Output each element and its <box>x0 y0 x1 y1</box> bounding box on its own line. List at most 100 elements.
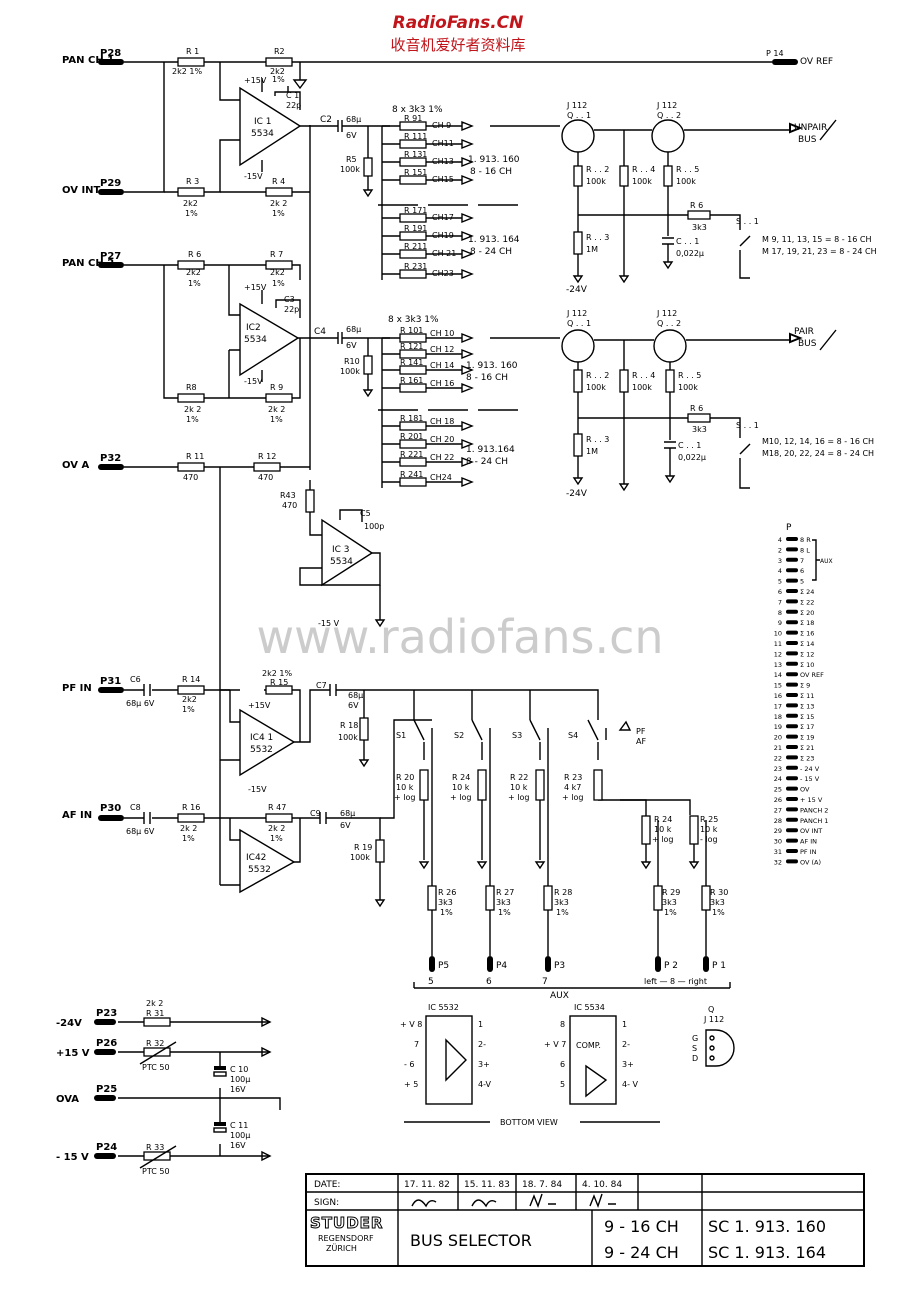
svg-text:100µ: 100µ <box>230 1131 250 1140</box>
svg-text:OV REF: OV REF <box>800 57 833 67</box>
svg-text:C9: C9 <box>310 809 321 818</box>
pin-number: 24 <box>774 775 782 783</box>
svg-text:1%: 1% <box>498 908 511 917</box>
svg-text:10 k: 10 k <box>396 783 414 792</box>
svg-text:REGENSDORF: REGENSDORF <box>318 1234 374 1243</box>
svg-text:1. 913. 160: 1. 913. 160 <box>466 361 518 371</box>
svg-text:2k2 1%: 2k2 1% <box>172 67 202 76</box>
svg-text:C3: C3 <box>284 295 295 304</box>
jfet-top: J 112 Q . . 1 J 112 Q . . 2 R . . 2 100k… <box>490 101 877 295</box>
svg-text:J 112: J 112 <box>656 309 677 318</box>
svg-text:+15V: +15V <box>244 283 267 292</box>
svg-text:68µ 6V: 68µ 6V <box>126 827 155 836</box>
svg-text:10 k: 10 k <box>452 783 470 792</box>
svg-text:R 141: R 141 <box>400 358 423 367</box>
svg-text:CH 9: CH 9 <box>432 121 451 130</box>
svg-text:S4: S4 <box>568 731 578 740</box>
svg-text:2-: 2- <box>478 1040 486 1049</box>
svg-text:0,022µ: 0,022µ <box>678 453 706 462</box>
svg-text:1%: 1% <box>440 908 453 917</box>
svg-text:1%: 1% <box>188 279 201 288</box>
pin-blob <box>786 537 798 541</box>
svg-text:M10, 12, 14, 16 = 8 - 16 CH: M10, 12, 14, 16 = 8 - 16 CH <box>762 437 874 446</box>
pin-blob <box>786 672 798 677</box>
svg-text:R . . 2: R . . 2 <box>586 371 609 380</box>
svg-text:2k 2: 2k 2 <box>268 405 285 414</box>
svg-text:1. 913. 160: 1. 913. 160 <box>468 155 520 165</box>
svg-text:R 26: R 26 <box>438 888 456 897</box>
pin-number: 27 <box>774 806 782 814</box>
svg-text:100k: 100k <box>632 177 652 186</box>
pin-blob <box>786 547 798 552</box>
jfet-bottom: J 112 Q . . 1 J 112 Q . . 2 R . . 2 100k… <box>490 309 874 499</box>
svg-text:5534: 5534 <box>244 335 267 345</box>
pin-blob <box>786 599 798 604</box>
svg-text:Q: Q <box>708 1005 714 1014</box>
svg-text:Q . . 2: Q . . 2 <box>657 111 681 120</box>
svg-text:P 14: P 14 <box>766 49 784 58</box>
svg-text:R . . 4: R . . 4 <box>632 371 655 380</box>
svg-text:R 27: R 27 <box>496 888 514 897</box>
svg-text:C 11: C 11 <box>230 1121 248 1130</box>
svg-text:4 k7: 4 k7 <box>564 783 581 792</box>
svg-text:CH15: CH15 <box>432 175 454 184</box>
pin-blob <box>786 661 798 666</box>
svg-text:AF: AF <box>636 737 646 746</box>
svg-text:R 14: R 14 <box>182 675 200 684</box>
svg-text:9 - 16 CH: 9 - 16 CH <box>604 1217 679 1236</box>
pin-function: OV REF <box>800 671 824 679</box>
svg-text:5: 5 <box>560 1080 565 1089</box>
svg-text:100k: 100k <box>350 853 370 862</box>
svg-text:22p: 22p <box>286 101 301 110</box>
pin-function: Σ 16 <box>800 630 814 638</box>
svg-text:IC 5534: IC 5534 <box>574 1003 605 1012</box>
pin-function: OV INT <box>800 827 822 835</box>
svg-text:P: P <box>786 523 792 533</box>
svg-text:R 111: R 111 <box>404 132 427 141</box>
svg-text:J 112: J 112 <box>656 101 677 110</box>
svg-text:1%: 1% <box>270 415 283 424</box>
svg-text:R 47: R 47 <box>268 803 286 812</box>
svg-text:J 112: J 112 <box>566 101 587 110</box>
svg-text:S1: S1 <box>396 731 406 740</box>
svg-text:R 201: R 201 <box>400 432 423 441</box>
svg-text:100k: 100k <box>678 383 698 392</box>
svg-text:-15V: -15V <box>244 377 263 386</box>
svg-text:6V: 6V <box>348 701 359 710</box>
svg-text:10 k: 10 k <box>654 825 672 834</box>
pin-p28: P28 <box>100 48 121 59</box>
pin-function: PF IN <box>800 848 817 856</box>
svg-text:2k 2: 2k 2 <box>270 199 287 208</box>
pf-af-stage: IC4 1 5532 IC42 5532 +15V -15V C6 68µ 6V… <box>124 669 330 894</box>
svg-text:R . . 3: R . . 3 <box>586 233 609 242</box>
svg-text:IC42: IC42 <box>246 853 266 863</box>
svg-text:2k2: 2k2 <box>182 695 197 704</box>
pin-function: Σ 11 <box>800 692 814 700</box>
input-label-pf-in: PF IN <box>62 683 92 694</box>
svg-text:R 22: R 22 <box>510 773 528 782</box>
pin-function: Σ 12 <box>800 650 814 658</box>
svg-text:BOTTOM VIEW: BOTTOM VIEW <box>500 1118 558 1127</box>
pin-blob <box>786 724 798 729</box>
svg-text:PTC 50: PTC 50 <box>142 1167 170 1176</box>
svg-text:8 - 16 CH: 8 - 16 CH <box>466 373 508 383</box>
svg-text:7: 7 <box>414 1040 419 1049</box>
svg-text:C . . 1: C . . 1 <box>676 237 699 246</box>
input-label-pan-ch2: PAN CH 2 <box>62 258 114 269</box>
svg-text:R 4: R 4 <box>272 177 285 186</box>
svg-text:4. 10. 84: 4. 10. 84 <box>582 1180 622 1190</box>
svg-text:CH 16: CH 16 <box>430 379 454 388</box>
pin-number: 16 <box>774 692 782 700</box>
svg-text:R . . 5: R . . 5 <box>678 371 701 380</box>
pin-function: Σ 9 <box>800 682 810 690</box>
pin-blob <box>786 630 798 635</box>
svg-text:R2: R2 <box>274 47 285 56</box>
watermark: www.radiofans.cn <box>256 610 663 664</box>
svg-text:7: 7 <box>542 977 548 987</box>
svg-text:100k: 100k <box>340 367 360 376</box>
brand-title: RadioFans.CN <box>393 13 524 33</box>
svg-text:R 29: R 29 <box>662 888 680 897</box>
svg-text:5532: 5532 <box>250 745 273 755</box>
pin-number: 19 <box>774 723 782 731</box>
svg-text:3+: 3+ <box>478 1060 490 1069</box>
